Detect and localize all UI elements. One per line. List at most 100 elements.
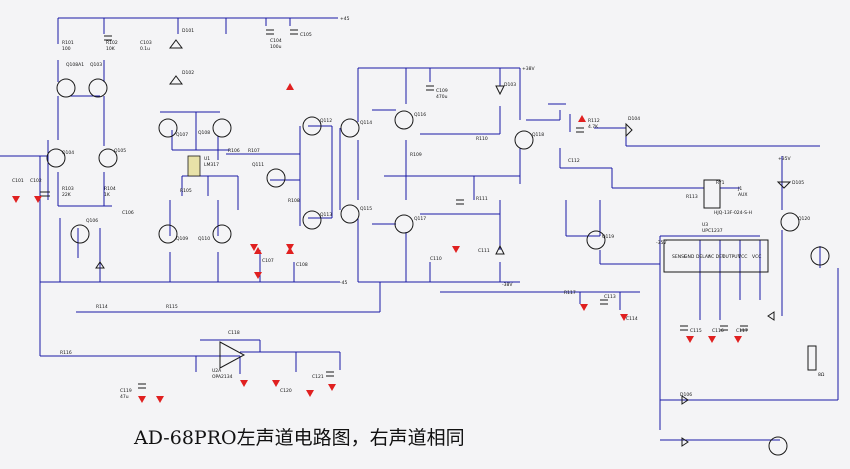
label-q18: Q119	[602, 234, 614, 240]
label-c21: C121	[312, 374, 324, 380]
label-d2: D102	[182, 70, 194, 76]
label-q13: Q114	[360, 120, 372, 126]
capacitors	[40, 29, 748, 389]
transistor-q2	[88, 78, 108, 98]
label-r1: R101	[62, 40, 74, 46]
label-q7: Q108	[198, 130, 210, 136]
transistor-q8	[158, 224, 178, 244]
label-r11: R111	[476, 196, 488, 202]
transistor-q14	[340, 204, 360, 224]
label-value: 4.7K	[588, 124, 599, 130]
label-c15: C115	[690, 328, 702, 334]
label-j1b: AUX	[738, 192, 747, 198]
label-q8: Q109	[176, 236, 188, 242]
label-rail-pos: +45	[340, 16, 350, 22]
label-r6: R106	[228, 148, 240, 154]
transistor-q12	[302, 210, 322, 230]
label-chip-pin: DELAY	[696, 254, 711, 260]
wires	[0, 17, 839, 441]
labels: Q108A1 Q103 Q104 Q105 Q106 Q107 Q108 Q10…	[12, 16, 825, 400]
label-c11: C111	[478, 248, 490, 254]
protection-chip-u3	[663, 239, 769, 273]
label-j1: J1	[737, 186, 742, 192]
transistor-q17	[514, 130, 534, 150]
label-r17: R117	[564, 290, 576, 296]
label-rail-35n: -35V	[656, 240, 667, 246]
label-c16: C116	[712, 328, 724, 334]
label-c10: C110	[430, 256, 442, 262]
label-c12: C112	[568, 158, 580, 164]
label-r10: R110	[476, 136, 488, 142]
label-q15: Q116	[414, 112, 426, 118]
label-u3: U3	[702, 222, 708, 228]
label-d4: D104	[628, 116, 640, 122]
label-c20: C120	[280, 388, 292, 394]
label-chip-pin: SENSE	[672, 254, 687, 260]
label-c9: C109	[436, 88, 448, 94]
label-r9: R109	[410, 152, 422, 158]
label-q11: Q112	[320, 118, 332, 124]
label-q2: Q103	[90, 62, 102, 68]
label-chip-pin: AC DET	[708, 254, 725, 260]
label-c5: C105	[300, 32, 312, 38]
label-q10: Q111	[252, 162, 264, 168]
regulator-u1	[187, 155, 201, 177]
label-q12: Q113	[320, 212, 332, 218]
transistor-q21	[768, 436, 788, 456]
label-r2: R102	[106, 40, 118, 46]
label-q3: Q104	[62, 150, 74, 156]
label-q14: Q115	[360, 206, 372, 212]
label-c13: C113	[604, 294, 616, 300]
label-c3: C103	[140, 40, 152, 46]
label-u3b: UPC1237	[702, 228, 723, 234]
label-chip-pin: GND	[684, 254, 695, 260]
transistor-q9	[212, 224, 232, 244]
label-r5: R105	[180, 188, 192, 194]
label-c4: C104	[270, 38, 282, 44]
label-q5: Q106	[86, 218, 98, 224]
transistor-q3	[46, 148, 66, 168]
transistor-q1	[56, 78, 76, 98]
label-chip-pin: VCC	[752, 254, 761, 260]
transistor-q13	[340, 118, 360, 138]
label-r14: R114	[96, 304, 108, 310]
relay-k1	[703, 179, 721, 209]
label-chip-pin: VCC	[738, 254, 747, 260]
label-u1b: LM317	[204, 162, 219, 168]
label-q17: Q118	[532, 132, 544, 138]
transistors	[46, 78, 830, 456]
label-q4: Q105	[114, 148, 126, 154]
label-c17: C117	[736, 328, 748, 334]
label-c8: C108	[296, 262, 308, 268]
components	[40, 29, 817, 447]
label-u2: U2A	[212, 368, 222, 374]
label-u2b: OPA2134	[212, 374, 233, 380]
transistor-q20	[810, 246, 830, 266]
label-value: 100u	[270, 44, 282, 50]
label-q6: Q107	[176, 132, 188, 138]
transistor-q16	[394, 214, 414, 234]
label-r7: R107	[248, 148, 260, 154]
label-c7: C107	[262, 258, 274, 264]
label-chip-pin: OUTPUT	[722, 254, 741, 260]
opamp-u2	[219, 341, 246, 369]
diodes	[95, 39, 792, 447]
label-r15: R115	[166, 304, 178, 310]
transistor-q7	[212, 118, 232, 138]
label-rail-38p: +38V	[522, 66, 535, 72]
label-c6: C106	[122, 210, 134, 216]
label-c19: C119	[120, 388, 132, 394]
label-r8: R108	[288, 198, 300, 204]
transistor-q18	[586, 230, 606, 250]
transistor-q6	[158, 118, 178, 138]
label-c14: C114	[626, 316, 638, 322]
label-value: 22K	[62, 192, 72, 198]
label-q16: Q117	[414, 216, 426, 222]
transistor-q19	[780, 212, 800, 232]
transistor-q10	[266, 168, 286, 188]
label-r12: R112	[588, 118, 600, 124]
label-value: 10K	[106, 46, 116, 52]
label-r4: R104	[104, 186, 116, 192]
label-c1: C101	[12, 178, 24, 184]
